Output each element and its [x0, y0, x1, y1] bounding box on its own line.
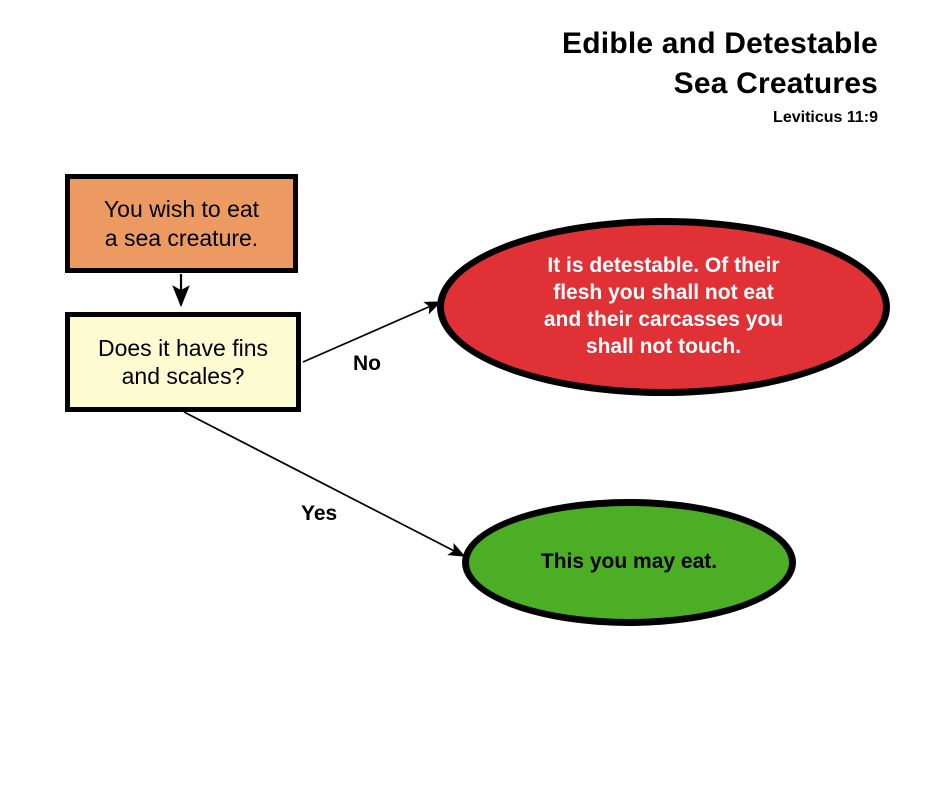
- node-detestable-line-2: flesh you shall not eat: [553, 281, 774, 305]
- node-detestable-line-1: It is detestable. Of their: [547, 254, 780, 278]
- edge-decision-to-edible: [183, 411, 466, 557]
- node-start-line-2: a sea creature.: [104, 224, 259, 251]
- node-start-text: You wish to eat a sea creature.: [104, 195, 259, 251]
- node-detestable-line-4: shall not touch.: [585, 334, 742, 358]
- chart-title-block: Edible and Detestable Sea Creatures Levi…: [278, 24, 878, 129]
- node-start: You wish to eat a sea creature.: [65, 174, 298, 273]
- node-detestable: It is detestable. Of their flesh you sha…: [437, 218, 890, 396]
- node-edible-text: This you may eat.: [541, 549, 717, 575]
- scripture-reference: Leviticus 11:9: [773, 109, 878, 127]
- node-edible: This you may eat.: [462, 499, 796, 626]
- node-detestable-text: It is detestable. Of their flesh you sha…: [544, 253, 783, 361]
- edge-decision-to-detestable: [302, 301, 442, 363]
- node-decision-line-1: Does it have fins: [97, 334, 269, 361]
- node-start-line-1: You wish to eat: [103, 196, 260, 223]
- edge-label-no: No: [353, 352, 381, 375]
- edge-label-yes: Yes: [301, 502, 338, 525]
- node-decision-line-2: and scales?: [121, 363, 245, 389]
- node-decision: Does it have fins and scales?: [65, 312, 301, 412]
- node-decision-text: Does it have fins and scales?: [98, 334, 268, 390]
- node-edible-line-1: This you may eat.: [540, 550, 718, 574]
- node-detestable-line-3: and their carcasses you: [543, 308, 784, 331]
- title-line-2: Sea Creatures: [673, 66, 878, 100]
- title-line-1: Edible and Detestable: [562, 27, 878, 60]
